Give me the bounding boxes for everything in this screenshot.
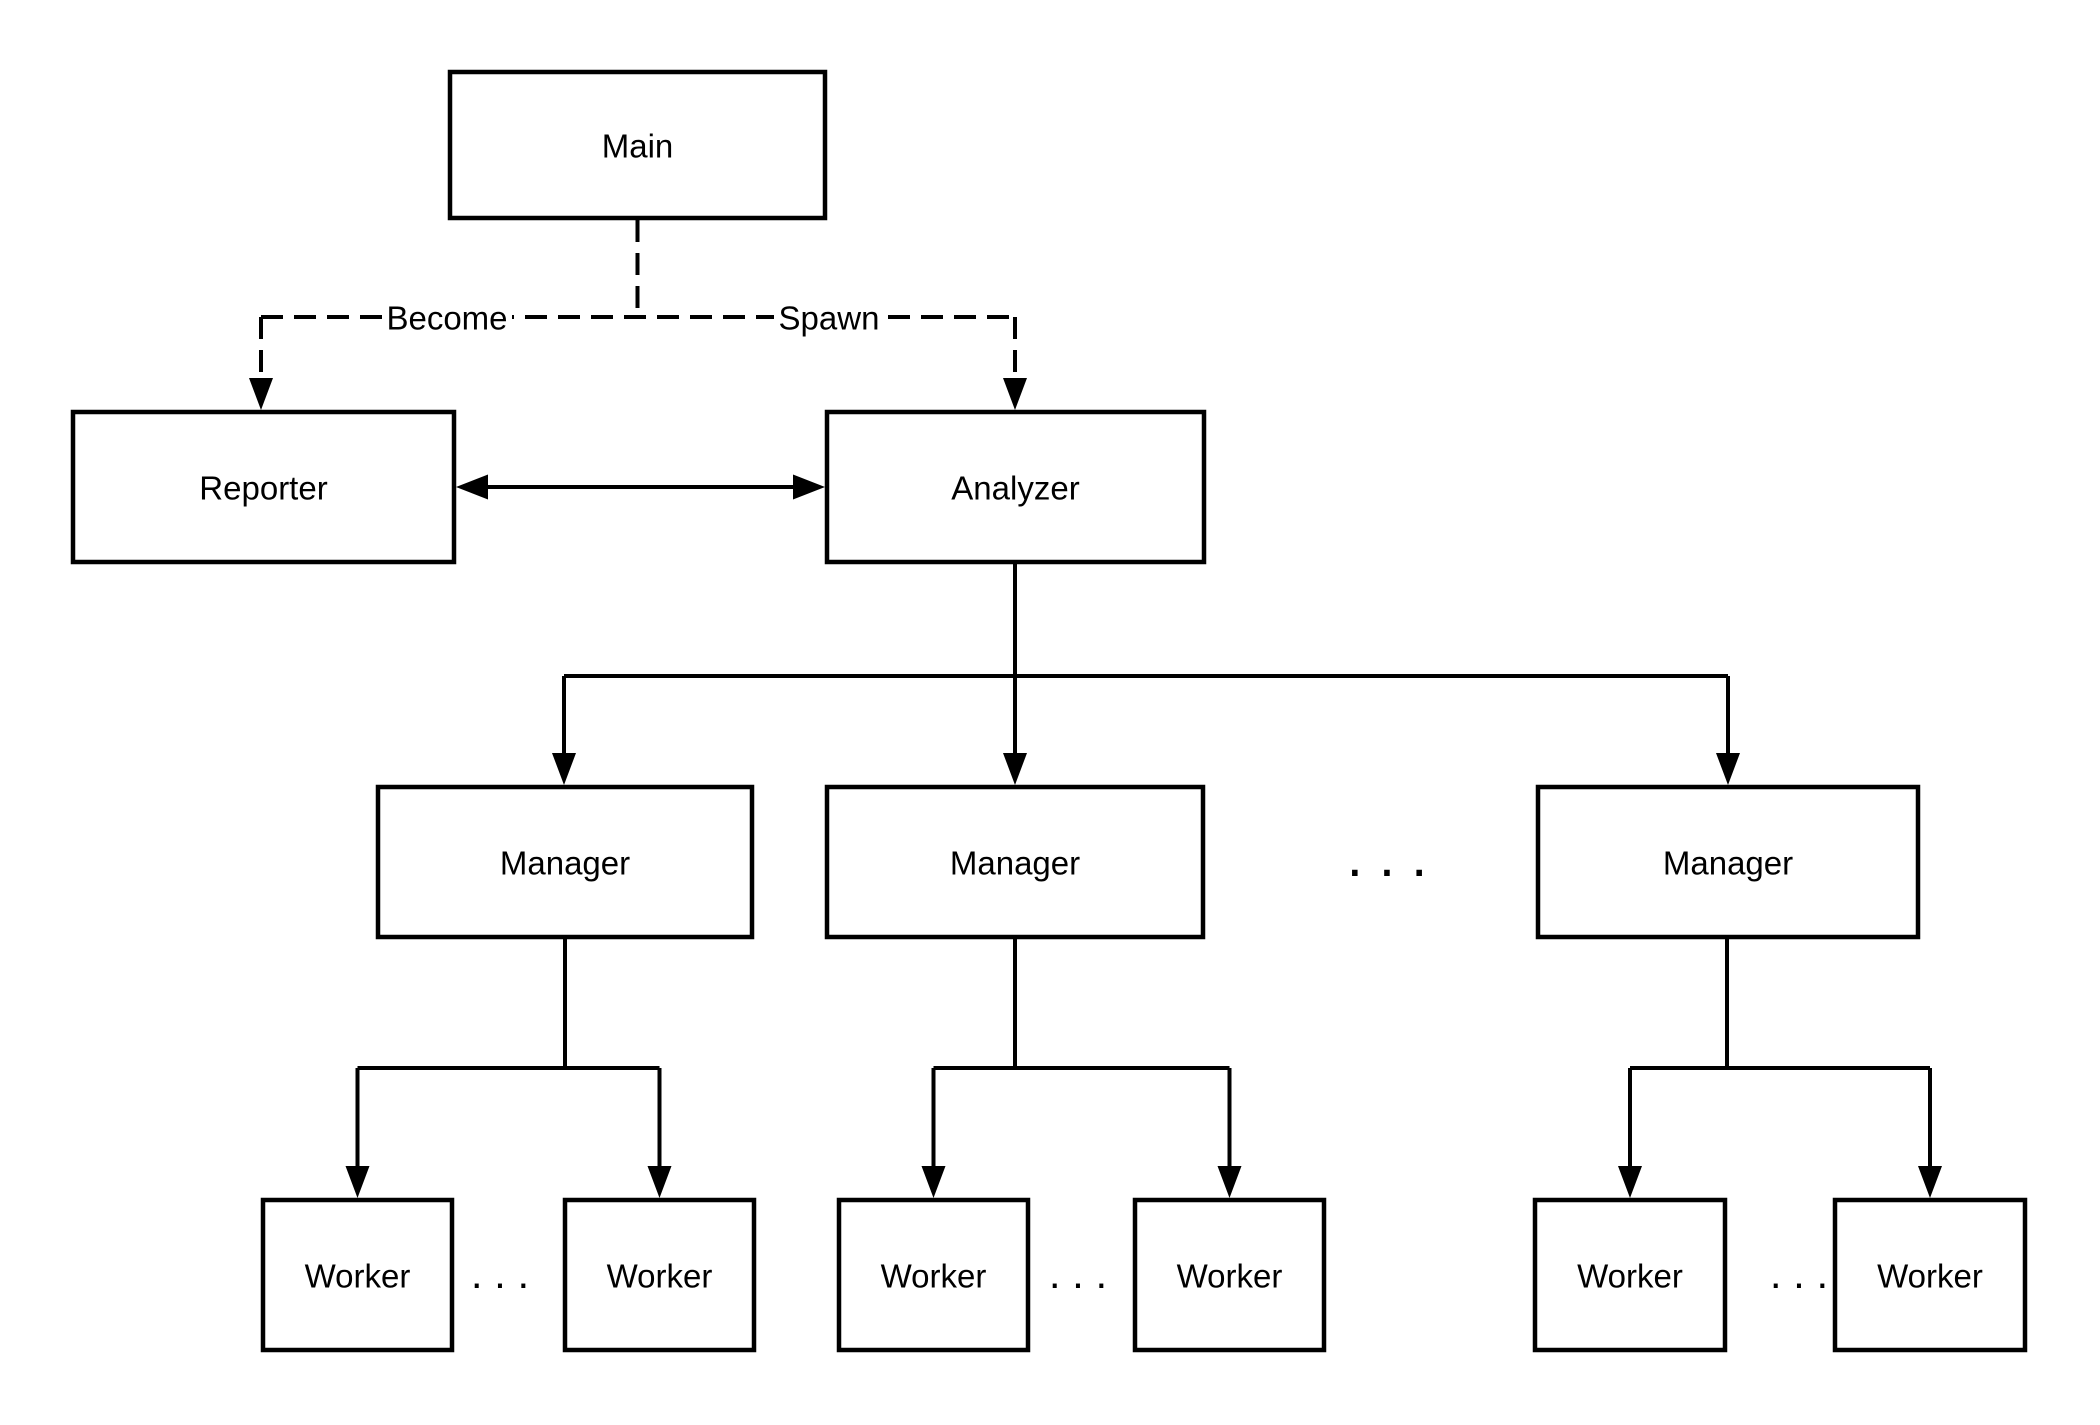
arrowhead-manager1 bbox=[552, 753, 576, 785]
node-main-label: Main bbox=[602, 128, 674, 165]
edges-main-dashed bbox=[249, 220, 1027, 410]
node-worker-4-label: Worker bbox=[1177, 1258, 1283, 1295]
ellipsis-workers-group1: . . . bbox=[471, 1250, 529, 1297]
node-worker-3: Worker bbox=[836, 1197, 1031, 1353]
node-reporter: Reporter bbox=[70, 409, 457, 565]
ellipsis-workers-group3: . . . bbox=[1770, 1250, 1828, 1297]
node-worker-2: Worker bbox=[562, 1197, 757, 1353]
node-worker-4: Worker bbox=[1132, 1197, 1327, 1353]
node-worker-2-label: Worker bbox=[607, 1258, 713, 1295]
arrowhead-manager2 bbox=[1003, 753, 1027, 785]
ellipsis-managers: . . . bbox=[1347, 824, 1428, 889]
arrowhead-into-reporter bbox=[456, 474, 488, 500]
edges-manager1-workers bbox=[345, 937, 672, 1198]
node-worker-6-box bbox=[1832, 1197, 2028, 1353]
edge-label-become-text: Become bbox=[386, 300, 507, 337]
node-worker-1: Worker bbox=[260, 1197, 455, 1353]
edges-manager3-workers bbox=[1618, 937, 1942, 1198]
ellipsis-workers-group2: . . . bbox=[1049, 1250, 1107, 1297]
arrowhead-into-analyzer bbox=[793, 474, 825, 500]
node-worker-1-label: Worker bbox=[305, 1258, 411, 1295]
node-analyzer: Analyzer bbox=[824, 409, 1207, 565]
arrowhead-spawn-analyzer bbox=[1003, 378, 1027, 410]
node-manager-2: Manager bbox=[824, 784, 1206, 940]
node-worker-3-label: Worker bbox=[881, 1258, 987, 1295]
arrowhead-worker5 bbox=[1618, 1166, 1642, 1198]
arrowhead-worker3 bbox=[921, 1166, 946, 1198]
arrowhead-worker2 bbox=[647, 1166, 672, 1198]
node-reporter-box bbox=[70, 409, 457, 565]
node-worker-5: Worker bbox=[1532, 1197, 1728, 1353]
arrowhead-worker4 bbox=[1217, 1166, 1242, 1198]
node-worker-6: Worker bbox=[1832, 1197, 2028, 1353]
node-manager-3-box bbox=[1535, 784, 1921, 940]
arrowhead-worker6 bbox=[1918, 1166, 1942, 1198]
edge-label-spawn-bg bbox=[774, 299, 886, 337]
arrowhead-become-reporter bbox=[249, 378, 273, 410]
node-manager-1-label: Manager bbox=[500, 845, 630, 882]
node-worker-4-box bbox=[1132, 1197, 1327, 1353]
node-manager-2-box bbox=[824, 784, 1206, 940]
node-worker-1-box bbox=[260, 1197, 455, 1353]
edge-label-spawn: Spawn bbox=[774, 299, 886, 337]
node-worker-6-label: Worker bbox=[1877, 1258, 1983, 1295]
edge-reporter-analyzer bbox=[456, 474, 825, 500]
node-main-box bbox=[447, 69, 828, 221]
node-worker-5-label: Worker bbox=[1577, 1258, 1683, 1295]
edges-analyzer-managers bbox=[552, 562, 1740, 785]
node-analyzer-label: Analyzer bbox=[951, 470, 1079, 507]
node-manager-2-label: Manager bbox=[950, 845, 1080, 882]
node-manager-1: Manager bbox=[375, 784, 755, 940]
node-worker-3-box bbox=[836, 1197, 1031, 1353]
node-manager-3: Manager bbox=[1535, 784, 1921, 940]
edges-manager2-workers bbox=[921, 937, 1242, 1198]
node-analyzer-box bbox=[824, 409, 1207, 565]
arrowhead-manager3 bbox=[1716, 753, 1740, 785]
node-main: Main bbox=[447, 69, 828, 221]
node-manager-1-box bbox=[375, 784, 755, 940]
edge-label-spawn-text: Spawn bbox=[779, 300, 880, 337]
edge-label-become-bg bbox=[382, 299, 512, 337]
node-worker-5-box bbox=[1532, 1197, 1728, 1353]
node-manager-3-label: Manager bbox=[1663, 845, 1793, 882]
node-worker-2-box bbox=[562, 1197, 757, 1353]
node-reporter-label: Reporter bbox=[199, 470, 327, 507]
arrowhead-worker1 bbox=[345, 1166, 370, 1198]
edge-label-become: Become bbox=[382, 299, 512, 337]
